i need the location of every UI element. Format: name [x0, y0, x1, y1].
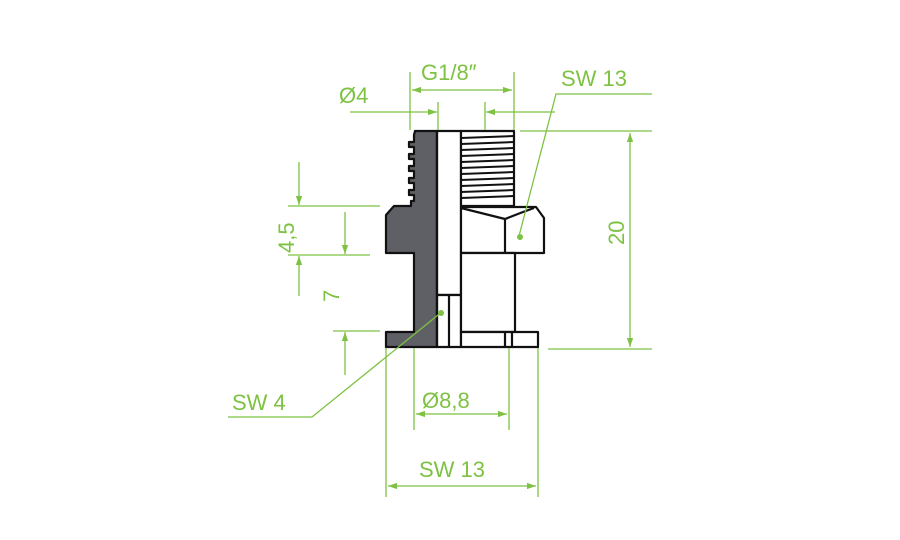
bore-diameter-label: Ø4	[339, 83, 368, 108]
hex-bottom-label: SW 13	[419, 457, 485, 482]
hex-top-label: SW 13	[561, 66, 627, 91]
section-hatch	[384, 129, 439, 349]
thread-label: G1/8″	[421, 60, 477, 85]
flange	[459, 330, 540, 349]
leader-dot-socket	[438, 310, 444, 316]
dimensions	[228, 72, 652, 497]
hex-height-label: 4,5	[274, 222, 299, 253]
fitting-part	[384, 129, 546, 349]
hex-nut	[459, 205, 546, 255]
thread-lines	[460, 135, 515, 199]
leader-dot-hex	[517, 234, 523, 240]
bore	[435, 129, 463, 297]
lower-height-label: 7	[319, 290, 344, 302]
body	[459, 251, 517, 334]
hex-socket-label: SW 4	[232, 390, 286, 415]
overall-height-label: 20	[604, 221, 629, 245]
flange-diameter-label: Ø8,8	[422, 388, 470, 413]
